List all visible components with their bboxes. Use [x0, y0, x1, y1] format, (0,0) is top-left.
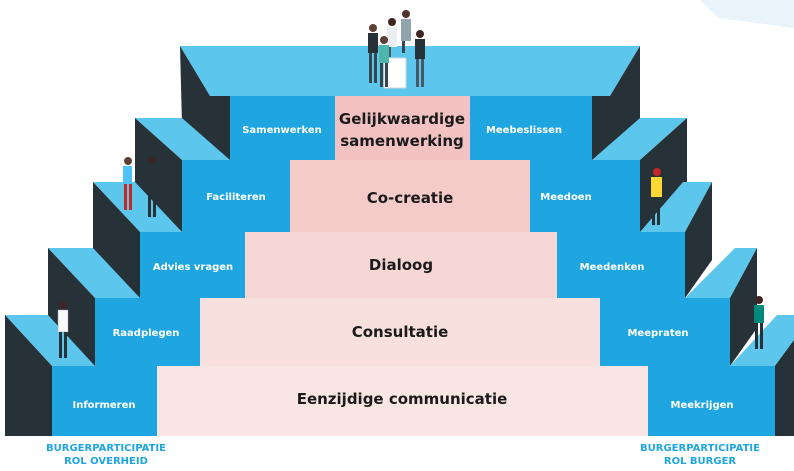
right-step-side-3 [685, 182, 712, 298]
right-step-top-2 [592, 118, 687, 160]
center-label-1-line-1: Gelijkwaardige [339, 110, 465, 128]
center-label-4: Consultatie [352, 323, 449, 341]
right-step-label-1: Meebeslissen [486, 125, 562, 136]
right-step-front-3 [557, 232, 685, 298]
group-of-people-figures [368, 10, 425, 89]
left-step-label-1: Samenwerken [242, 125, 322, 136]
left-step-label-5: Informeren [72, 400, 135, 411]
left-step-side-5 [5, 315, 52, 436]
center-label-1-line-2: samenwerking [340, 132, 464, 150]
top-platform [180, 46, 640, 96]
left-step-front-5 [52, 366, 157, 436]
left-step-front-2 [182, 160, 290, 232]
center-level-5 [157, 366, 648, 436]
right-step-side-5 [775, 340, 794, 436]
left-step-label-4: Raadplegen [113, 328, 180, 339]
left-step-label-2: Faciliteren [206, 192, 266, 203]
left-caption-line-2: ROL OVERHEID [64, 456, 148, 467]
person-figure-right-upper [651, 168, 662, 225]
right-step-label-5: Meekrijgen [670, 400, 733, 411]
right-step-top-4 [685, 248, 757, 298]
right-step-front-2 [530, 160, 640, 232]
right-caption-line-2: ROL BURGER [664, 456, 737, 467]
center-label-3: Dialoog [369, 256, 433, 274]
right-step-front-1 [470, 96, 592, 160]
left-step-top-3 [93, 182, 182, 232]
left-step-front-4 [95, 298, 200, 366]
right-step-front-5 [648, 366, 775, 436]
right-step-front-4 [600, 298, 730, 366]
person-figure-right-lower [754, 296, 764, 349]
center-level-1 [335, 96, 470, 160]
person-figure-left-upper [123, 156, 157, 217]
right-step-label-2: Meedoen [540, 192, 591, 203]
left-step-top-5 [5, 315, 95, 366]
left-caption-line-1: BURGERPARTICIPATIE [46, 443, 166, 454]
center-label-5: Eenzijdige communicatie [297, 390, 508, 408]
center-level-3 [245, 232, 557, 298]
left-step-top-2 [135, 118, 230, 160]
right-caption-line-1: BURGERPARTICIPATIE [640, 443, 760, 454]
right-step-label-4: Meepraten [627, 328, 688, 339]
center-level-2 [290, 160, 530, 232]
right-step-side-4 [730, 248, 757, 366]
person-figure-left-lower [57, 301, 69, 358]
left-step-label-3: Advies vragen [153, 262, 233, 273]
center-label-2: Co-creatie [367, 189, 454, 207]
center-level-4 [200, 298, 600, 366]
left-step-top-4 [48, 248, 140, 298]
left-step-front-1 [230, 96, 335, 160]
left-step-front-3 [140, 232, 245, 298]
corner-decoration [700, 0, 794, 28]
right-step-label-3: Meedenken [580, 262, 645, 273]
